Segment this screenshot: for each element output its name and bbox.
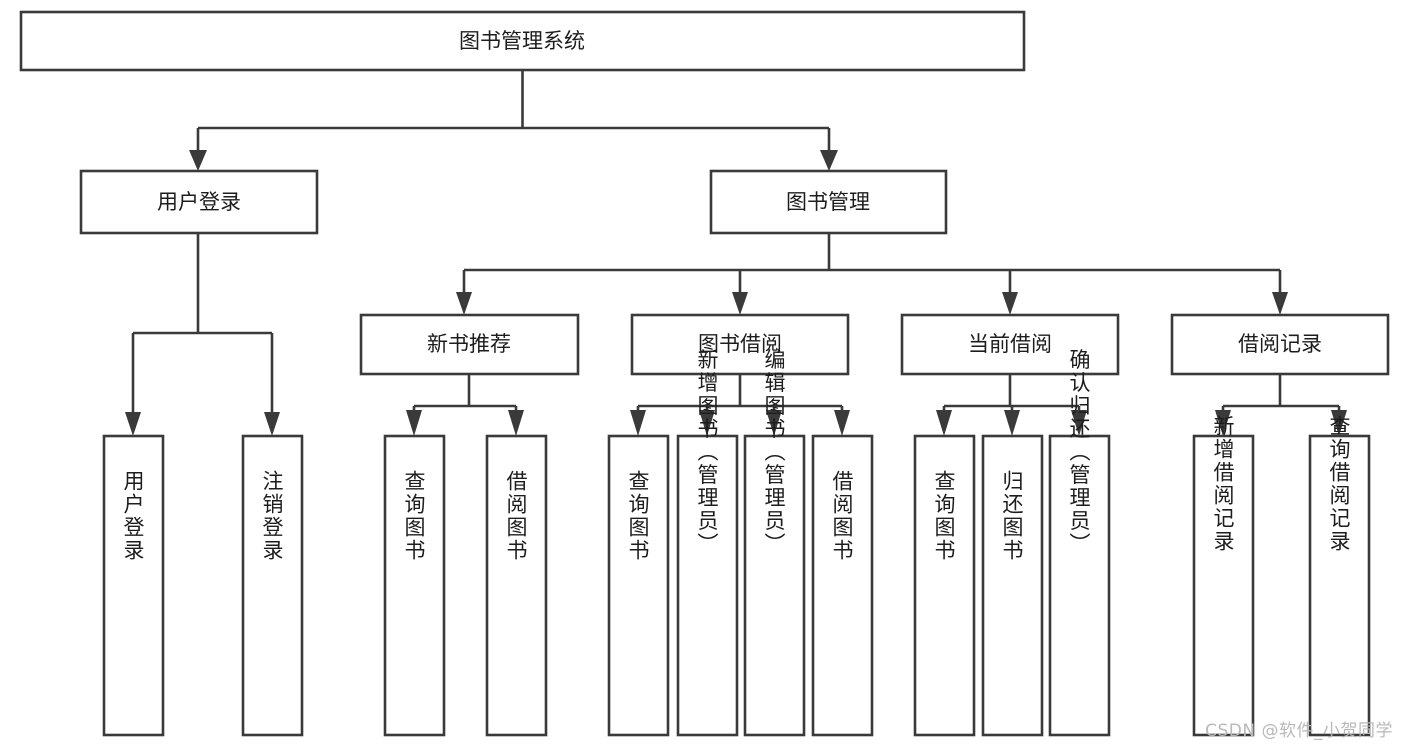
arrowhead-leaf-query-book-borrow — [630, 410, 646, 436]
node-current-borrow-box[interactable] — [900, 313, 1120, 376]
node-leaf-query-book-borrow-label: 查询图书 — [626, 470, 650, 562]
node-current-borrow-label: 当前借阅 — [968, 332, 1052, 356]
node-leaf-add-book-admin-label: 新增图书（管理员） — [695, 349, 719, 556]
node-leaf-return-book-box[interactable] — [981, 434, 1044, 737]
node-leaf-add-borrow-record-box[interactable] — [1192, 434, 1255, 737]
node-leaf-query-borrow-record-label: 查询借阅记录 — [1327, 415, 1351, 553]
leaf-label-layer: 用户登录 注销登录 查询图书 借阅图书 查询图书 新增图书（管理员） 编辑图书（… — [121, 349, 1351, 563]
arrowhead-leaf-query-borrow-record — [1331, 410, 1347, 436]
node-user-login-label: 用户登录 — [157, 190, 241, 214]
node-leaf-confirm-return-admin-box[interactable] — [1048, 434, 1111, 737]
node-borrow-record-label: 借阅记录 — [1238, 332, 1322, 356]
arrowhead-current-borrow — [1002, 292, 1018, 315]
node-book-management[interactable]: 图书管理 — [709, 169, 948, 235]
node-borrow-record-box[interactable] — [1170, 313, 1390, 376]
node-leaf-query-book-current-box[interactable] — [913, 434, 976, 737]
node-root-box[interactable] — [19, 10, 1026, 72]
arrowhead-book-borrow — [732, 292, 748, 315]
node-book-borrow-box[interactable] — [630, 313, 850, 376]
arrowhead-leaf-add-borrow-record — [1215, 410, 1231, 436]
arrowhead-borrow-record — [1272, 292, 1288, 315]
arrowhead-new-book-recommend — [456, 292, 472, 315]
node-leaf-borrow-book-recommend-box[interactable] — [485, 434, 548, 737]
node-book-management-label: 图书管理 — [786, 190, 870, 214]
node-leaf-logout-login-box[interactable] — [241, 434, 304, 737]
node-leaf-edit-book-admin-box[interactable] — [743, 434, 806, 737]
node-book-management-box[interactable] — [709, 169, 948, 235]
node-leaf-return-book-label: 归还图书 — [1000, 470, 1024, 562]
node-book-borrow-label: 图书借阅 — [698, 332, 782, 356]
arrowhead-leaf-logout-login — [264, 412, 280, 436]
arrowhead-leaf-user-login — [125, 412, 141, 436]
node-leaf-logout-login-label: 注销登录 — [260, 470, 284, 562]
arrowhead-leaf-confirm-return-admin — [1071, 410, 1087, 436]
node-leaf-query-book-recommend-box[interactable] — [383, 434, 446, 737]
node-new-book-recommend-box[interactable] — [359, 313, 580, 376]
node-leaf-query-book-borrow-box[interactable] — [607, 434, 670, 737]
node-leaf-borrow-book-label: 借阅图书 — [830, 470, 854, 562]
node-leaf-edit-book-admin-label: 编辑图书（管理员） — [762, 349, 786, 556]
node-leaf-borrow-book-box[interactable] — [811, 434, 874, 737]
node-leaf-add-borrow-record-label: 新增借阅记录 — [1211, 415, 1235, 553]
node-root[interactable]: 图书管理系统 — [19, 10, 1026, 72]
node-borrow-record[interactable]: 借阅记录 — [1170, 313, 1390, 376]
leaf-layer — [102, 434, 1371, 737]
arrowhead-user-login — [189, 150, 207, 171]
arrowhead-leaf-borrow-book — [834, 410, 850, 436]
node-new-book-recommend-label: 新书推荐 — [427, 332, 511, 356]
arrowhead-leaf-query-book-recommend — [406, 410, 422, 436]
node-leaf-confirm-return-admin-label: 确认归还（管理员） — [1067, 349, 1091, 556]
arrowhead-book-management — [820, 150, 838, 171]
node-user-login[interactable]: 用户登录 — [79, 169, 319, 235]
node-user-login-box[interactable] — [79, 169, 319, 235]
node-book-borrow[interactable]: 图书借阅 — [630, 313, 850, 376]
arrowhead-leaf-edit-book-admin — [766, 410, 782, 436]
node-leaf-borrow-book-recommend-label: 借阅图书 — [504, 470, 528, 562]
arrowhead-leaf-add-book-admin — [699, 410, 715, 436]
connector-layer — [125, 70, 1347, 436]
arrowhead-leaf-return-book — [1004, 410, 1020, 436]
node-leaf-add-book-admin-box[interactable] — [676, 434, 739, 737]
arrowhead-leaf-borrow-book-recommend — [508, 410, 524, 436]
node-current-borrow[interactable]: 当前借阅 — [900, 313, 1120, 376]
node-root-label: 图书管理系统 — [459, 29, 585, 53]
node-new-book-recommend[interactable]: 新书推荐 — [359, 313, 580, 376]
node-leaf-query-borrow-record-box[interactable] — [1308, 434, 1371, 737]
node-leaf-user-login-label: 用户登录 — [121, 470, 145, 562]
node-leaf-query-book-recommend-label: 查询图书 — [402, 470, 426, 562]
node-leaf-user-login-box[interactable] — [102, 434, 165, 737]
node-leaf-query-book-current-label: 查询图书 — [932, 470, 956, 562]
arrowhead-leaf-query-book-current — [936, 410, 952, 436]
